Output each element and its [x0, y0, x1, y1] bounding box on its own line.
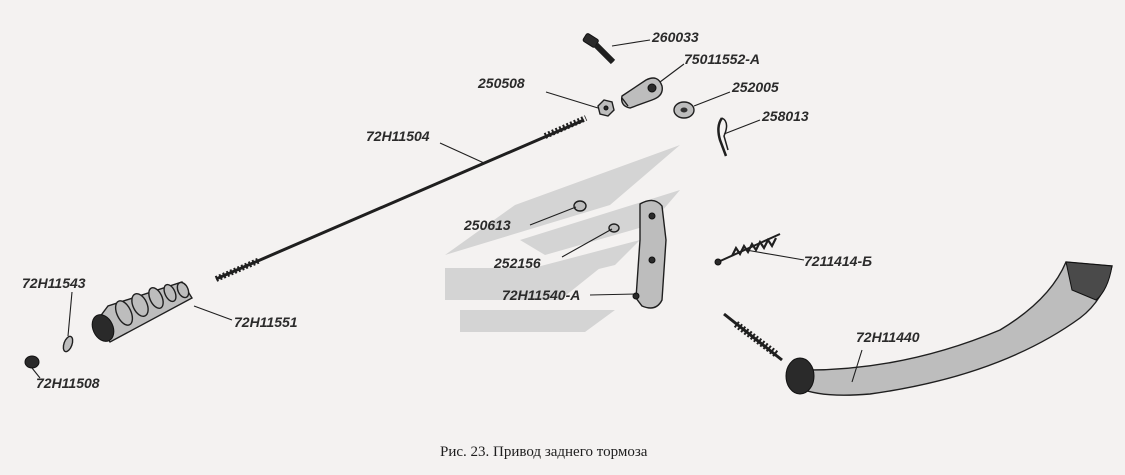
spring-7211414-b	[714, 233, 781, 266]
label-250613: 250613	[463, 217, 511, 233]
label-72h11543: 72Н11543	[22, 275, 86, 291]
clevis-75011552-a	[620, 77, 663, 109]
brake-rod-72h11504	[214, 115, 588, 282]
bracket-72h11540-a	[573, 199, 667, 309]
label-252156: 252156	[493, 255, 541, 271]
label-7211414-b: 7211414-Б	[804, 253, 872, 269]
label-252005: 252005	[731, 79, 779, 95]
label-72h11508: 72Н11508	[36, 375, 100, 391]
cotter-pin-258013	[717, 117, 729, 157]
nut-250508	[597, 99, 615, 117]
leader-lines	[31, 39, 863, 383]
label-250508: 250508	[477, 75, 525, 91]
label-72h11440: 72Н11440	[856, 329, 920, 345]
label-72h11540-a: 72Н11540-А	[502, 287, 580, 303]
label-72h11504: 72Н11504	[366, 128, 430, 144]
label-260033: 260033	[651, 29, 699, 45]
figure-caption: Рис. 23. Привод заднего тормоза	[440, 444, 648, 460]
boot-72h11551	[91, 281, 193, 343]
label-75011552-a: 75011552-А	[684, 51, 760, 67]
pedal-72h11440	[723, 261, 1113, 396]
label-72h11551: 72Н11551	[234, 314, 298, 330]
nut-72h11508	[24, 355, 40, 369]
washer-252005	[673, 101, 695, 119]
pin-72h11543	[62, 335, 74, 353]
label-258013: 258013	[761, 108, 809, 124]
bolt-260033	[582, 33, 616, 65]
watermark-logo	[445, 145, 680, 332]
